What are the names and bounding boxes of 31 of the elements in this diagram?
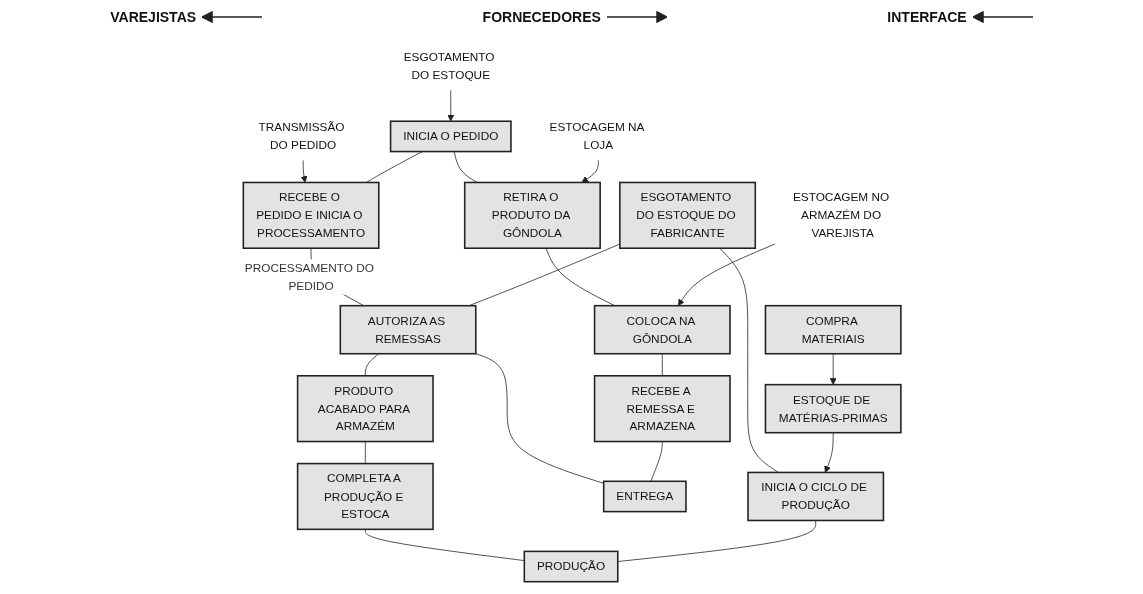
node-box: COMPLETA A PRODUÇÃO E ESTOCA — [296, 462, 434, 531]
node-box: RECEBE O PEDIDO E INICIA O PROCESSAMENTO — [242, 181, 380, 249]
node-box: RECEBE A REMESSA E ARMAZENA — [593, 375, 731, 443]
label-text: FORNECEDORES — [482, 9, 601, 25]
node-box: PRODUTO ACABADO PARA ARMAZÉM — [296, 375, 434, 443]
node-box: PRODUÇÃO — [523, 550, 619, 583]
label-text: INTERFACE — [887, 9, 967, 25]
node-box: INICIA O CICLO DE PRODUÇÃO — [747, 471, 885, 522]
connector — [719, 247, 780, 473]
connector — [617, 520, 817, 562]
connector — [365, 441, 366, 464]
node-box: RETIRA O PRODUTO DA GÔNDOLA — [464, 181, 602, 249]
node-box: INICIA O PEDIDO — [389, 120, 512, 153]
label-text: VAREJISTAS — [110, 9, 197, 25]
node-text: ESGOTAMENTO DO ESTOQUE — [403, 50, 495, 82]
node-box: ESTOQUE DE MATÉRIAS-PRIMAS — [764, 383, 902, 434]
node-box: ESGOTAMENTO DO ESTOQUE DO FABRICANTE — [619, 181, 757, 249]
connector — [365, 353, 380, 377]
node-text: TRANSMISSÃO DO PEDIDO — [258, 120, 345, 152]
node-box: COMPRA MATERIAIS — [764, 304, 902, 355]
node-text: ESTOCAGEM NO ARMAZÉM DO VAREJISTA — [793, 190, 890, 240]
node-box: COLOCA NA GÔNDOLA — [593, 304, 731, 355]
node-box: ENTREGA — [603, 480, 687, 513]
connector — [650, 441, 663, 482]
node-text: ESTOCAGEM NA LOJA — [549, 120, 644, 152]
connector — [662, 353, 663, 377]
node-box: AUTORIZA AS REMESSAS — [339, 304, 477, 355]
connector — [366, 151, 423, 183]
connector — [453, 151, 478, 183]
connector — [365, 528, 525, 561]
edge-label: PROCESSAMENTO DO PEDIDO — [245, 260, 375, 292]
